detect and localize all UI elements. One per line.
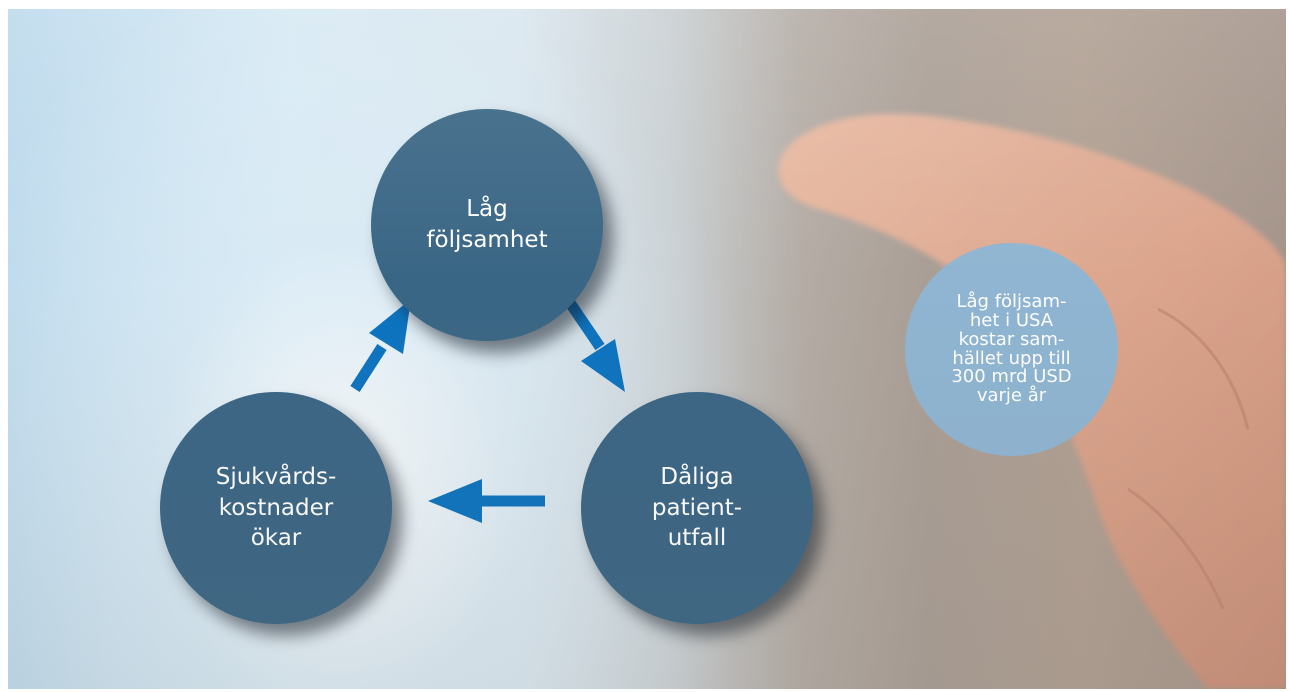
arrow-left-to-top	[350, 299, 411, 392]
node-poor-outcomes: Dåliga patient- utfall	[581, 392, 813, 624]
node-low-adherence-label: Låg följsamhet	[426, 196, 548, 253]
node-rising-costs: Sjukvårds- kostnader ökar	[160, 392, 392, 624]
cost-callout: Låg följsam- het i USA kostar sam- hälle…	[905, 243, 1118, 456]
diagram-canvas: Låg följsamhet Dåliga patient- utfall Sj…	[8, 9, 1286, 689]
node-rising-costs-label: Sjukvårds- kostnader ökar	[215, 464, 337, 552]
cost-callout-text: Låg följsam- het i USA kostar sam- hälle…	[951, 290, 1072, 407]
finger-photo	[778, 113, 1286, 689]
node-low-adherence: Låg följsamhet	[371, 109, 603, 341]
cycle-arrows	[350, 290, 625, 523]
arrow-right-to-left	[428, 479, 545, 523]
arrow-top-to-right	[559, 290, 625, 392]
node-poor-outcomes-label: Dåliga patient- utfall	[651, 464, 743, 552]
